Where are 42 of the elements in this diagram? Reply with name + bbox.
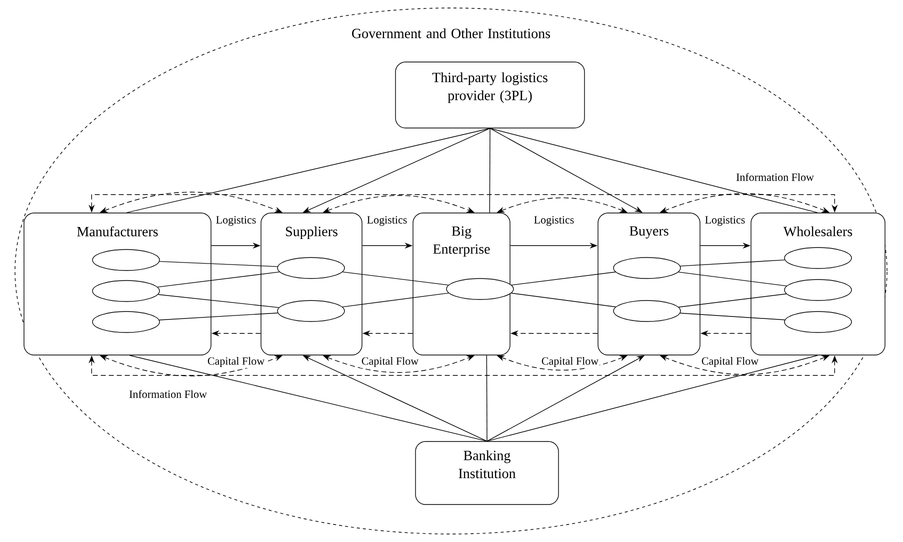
connector-line	[678, 272, 787, 286]
ellipse-node	[277, 300, 345, 322]
connector-line	[680, 260, 786, 266]
connector-line	[157, 272, 280, 288]
rounded-box: Third-party logistics provider (3PL)	[395, 62, 585, 128]
connector-line	[489, 128, 490, 213]
connector-line	[486, 355, 488, 442]
connector-line	[159, 261, 278, 267]
ellipse-node	[784, 247, 852, 269]
edge-label: Capital Flow	[540, 356, 600, 368]
edge-label: Information Flow	[128, 389, 208, 399]
connector-line	[158, 312, 278, 320]
connector-line	[511, 272, 616, 286]
edge-label: Capital Flow	[206, 356, 266, 368]
rounded-box: Big Enterprise	[412, 212, 510, 356]
connector-line	[129, 355, 488, 442]
connector-line	[126, 128, 490, 213]
connector-line	[158, 294, 280, 308]
rounded-box: Banking Institution	[415, 441, 559, 505]
edge-label: Capital Flow	[360, 356, 420, 368]
edge-label: Logistics	[366, 215, 408, 227]
connector-line	[680, 312, 786, 320]
connector-line	[342, 272, 449, 286]
ellipse-node	[92, 311, 160, 333]
edge-label: Information Flow	[735, 172, 815, 182]
connector-line	[342, 292, 449, 308]
ellipse-node	[446, 278, 514, 300]
ellipse-node	[784, 311, 852, 333]
edge-label: Logistics	[214, 215, 258, 227]
connector-line	[678, 294, 787, 308]
ellipse-node	[613, 300, 681, 322]
ellipse-node	[92, 249, 160, 271]
edge-label: Capital Flow	[700, 356, 760, 368]
connector-line	[510, 292, 616, 308]
ellipse-node	[784, 279, 852, 301]
ellipse-node	[277, 257, 345, 279]
ellipse-node	[613, 257, 681, 279]
connector-line	[486, 355, 818, 442]
edge-label: Logistics	[532, 215, 576, 227]
edge-label: Logistics	[704, 215, 746, 227]
connector-line	[490, 128, 818, 213]
ellipse-node	[92, 280, 160, 302]
